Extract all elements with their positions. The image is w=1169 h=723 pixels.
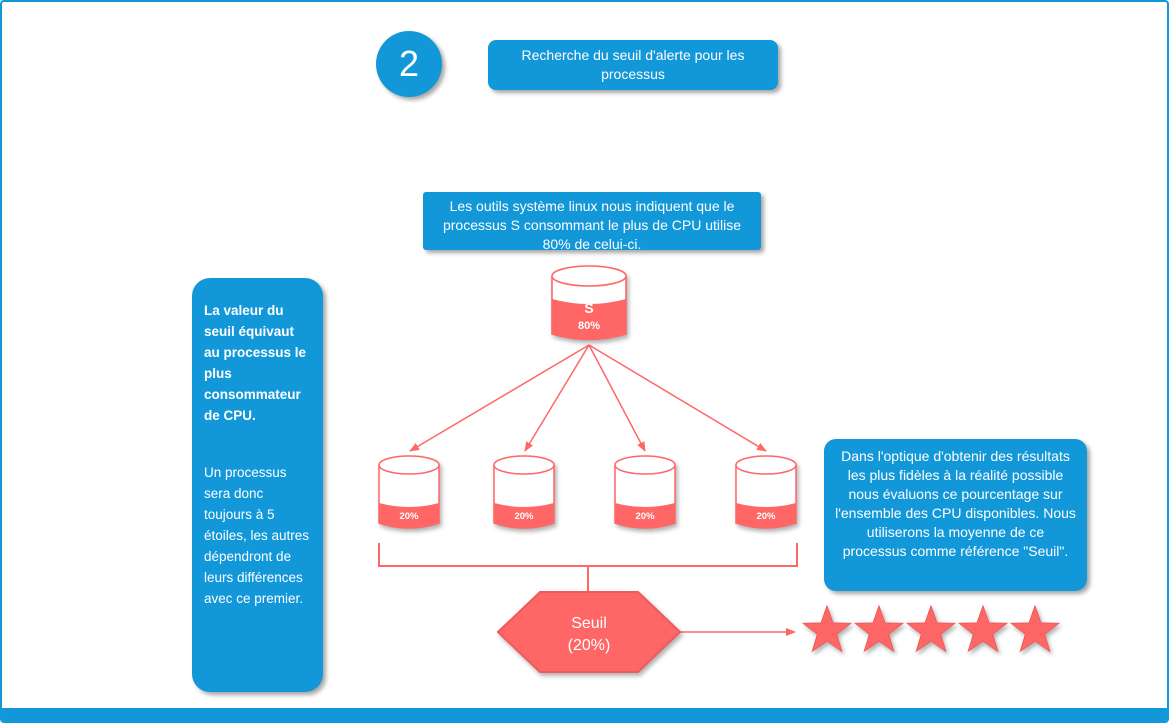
star-shape [905,604,957,653]
cylinder-outline [378,465,440,529]
step-number: 2 [398,43,420,84]
cylinder-outline [551,276,627,341]
star-icon [905,604,957,653]
process-cylinder-icon: S 80% [551,265,627,341]
cylinder-usage-fill [379,503,439,528]
cpu-cylinder: 20% [493,455,555,529]
star-shape [801,604,853,653]
process-usage: 80% [578,320,600,332]
cylinder-top [493,455,555,475]
top-note-box: Les outils système linux nous indiquent … [423,192,761,252]
title-text: Recherche du seuil d'alerte pour les pro… [521,47,745,82]
star-shape [1009,604,1061,653]
cpu-usage: 20% [635,511,655,522]
threshold-hexagon: Seuil (20%) [496,591,682,673]
cylinder-outline [735,465,797,529]
step-number-badge: 2 [376,31,442,97]
cylinder-top [735,455,797,475]
cylinder-usage-fill [615,503,675,528]
top-note-text: Les outils système linux nous indiquent … [442,198,742,252]
cpu-cylinder: 20% [378,455,440,529]
right-note-text: Dans l'optique d'obtenir des résultats l… [835,448,1076,559]
process-label: S [584,300,593,316]
title-box: Recherche du seuil d'alerte pour les pro… [488,40,778,90]
cylinder-usage-fill [736,503,796,528]
arrow-to-cpu-1 [409,344,590,452]
left-note-heading: La valeur du seuil équivaut au processus… [204,303,307,423]
cylinder-outline [614,465,676,529]
cpu-usage: 20% [399,511,419,522]
left-note-box: La valeur du seuil équivaut au processus… [192,278,323,692]
stars-row [801,604,1061,658]
right-note-box: Dans l'optique d'obtenir des résultats l… [824,439,1087,591]
star-icon [853,604,905,653]
cpu-usage: 20% [756,511,776,522]
cylinder-usage-fill [494,503,554,528]
cpu-usage: 20% [514,511,534,522]
cylinder-outline [493,465,555,529]
cylinder-top [378,455,440,475]
star-shape [853,604,905,653]
arrow-to-cpu-2 [524,344,590,452]
cpu-cylinder: 20% [614,455,676,529]
cpu-cylinder: 20% [735,455,797,529]
cylinder-top [614,455,676,475]
left-note-body: Un processus sera donc toujours à 5 étoi… [204,465,310,606]
cylinder-usage-fill [552,299,626,340]
star-shape [957,604,1009,653]
threshold-label: Seuil [571,615,607,632]
star-icon [801,604,853,653]
hexagon-shape [496,591,682,673]
star-icon [1009,604,1061,653]
star-icon [957,604,1009,653]
arrow-to-cpu-3 [588,344,646,452]
bracket-connector [378,543,798,591]
cylinder-top [551,265,627,287]
footer-bar [2,708,1167,721]
arrow-to-cpu-4 [588,344,767,452]
threshold-value: (20%) [568,637,611,654]
